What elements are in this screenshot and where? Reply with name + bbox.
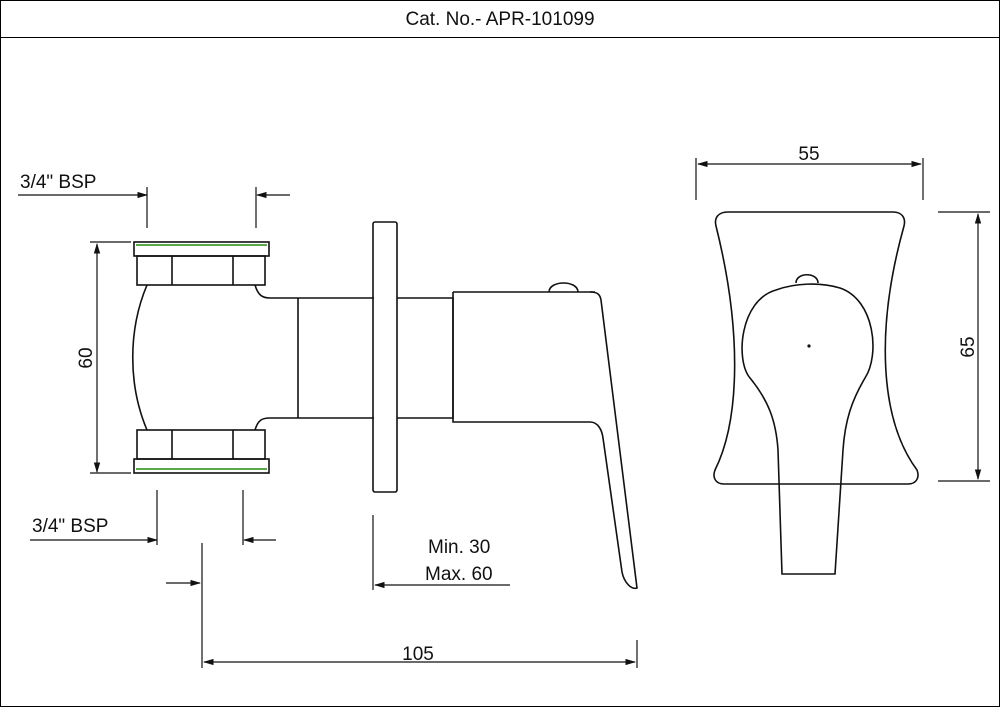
catalog-number-title: Cat. No.- APR-101099: [1, 1, 999, 38]
bottom-bsp-label: 3/4" BSP: [32, 516, 108, 537]
side-view: [132, 221, 638, 590]
top-bsp-label: 3/4" BSP: [20, 172, 96, 193]
side-dimensions: [18, 187, 638, 668]
valve-body-curve: [132, 284, 148, 431]
plate-height-label: 65: [958, 336, 979, 357]
cartridge-body: [397, 297, 454, 419]
front-lever: [741, 283, 874, 575]
wall-flange: [372, 221, 398, 493]
front-dimensions: [695, 158, 990, 482]
cover-plate: [713, 211, 919, 485]
bottom-hex-nut: [133, 429, 270, 474]
front-view: [713, 211, 919, 575]
lever-handle: [452, 291, 638, 590]
top-neck: [254, 284, 374, 299]
depth-min-label: Min. 30: [428, 537, 490, 558]
handle-knob: [548, 282, 579, 293]
total-depth-label: 105: [402, 644, 434, 665]
height-60-label: 60: [76, 347, 97, 368]
plate-width-label: 55: [798, 144, 819, 165]
front-knob: [795, 273, 819, 284]
top-hex-nut: [133, 241, 270, 286]
depth-max-label: Max. 60: [425, 564, 493, 585]
bottom-neck: [254, 417, 374, 431]
